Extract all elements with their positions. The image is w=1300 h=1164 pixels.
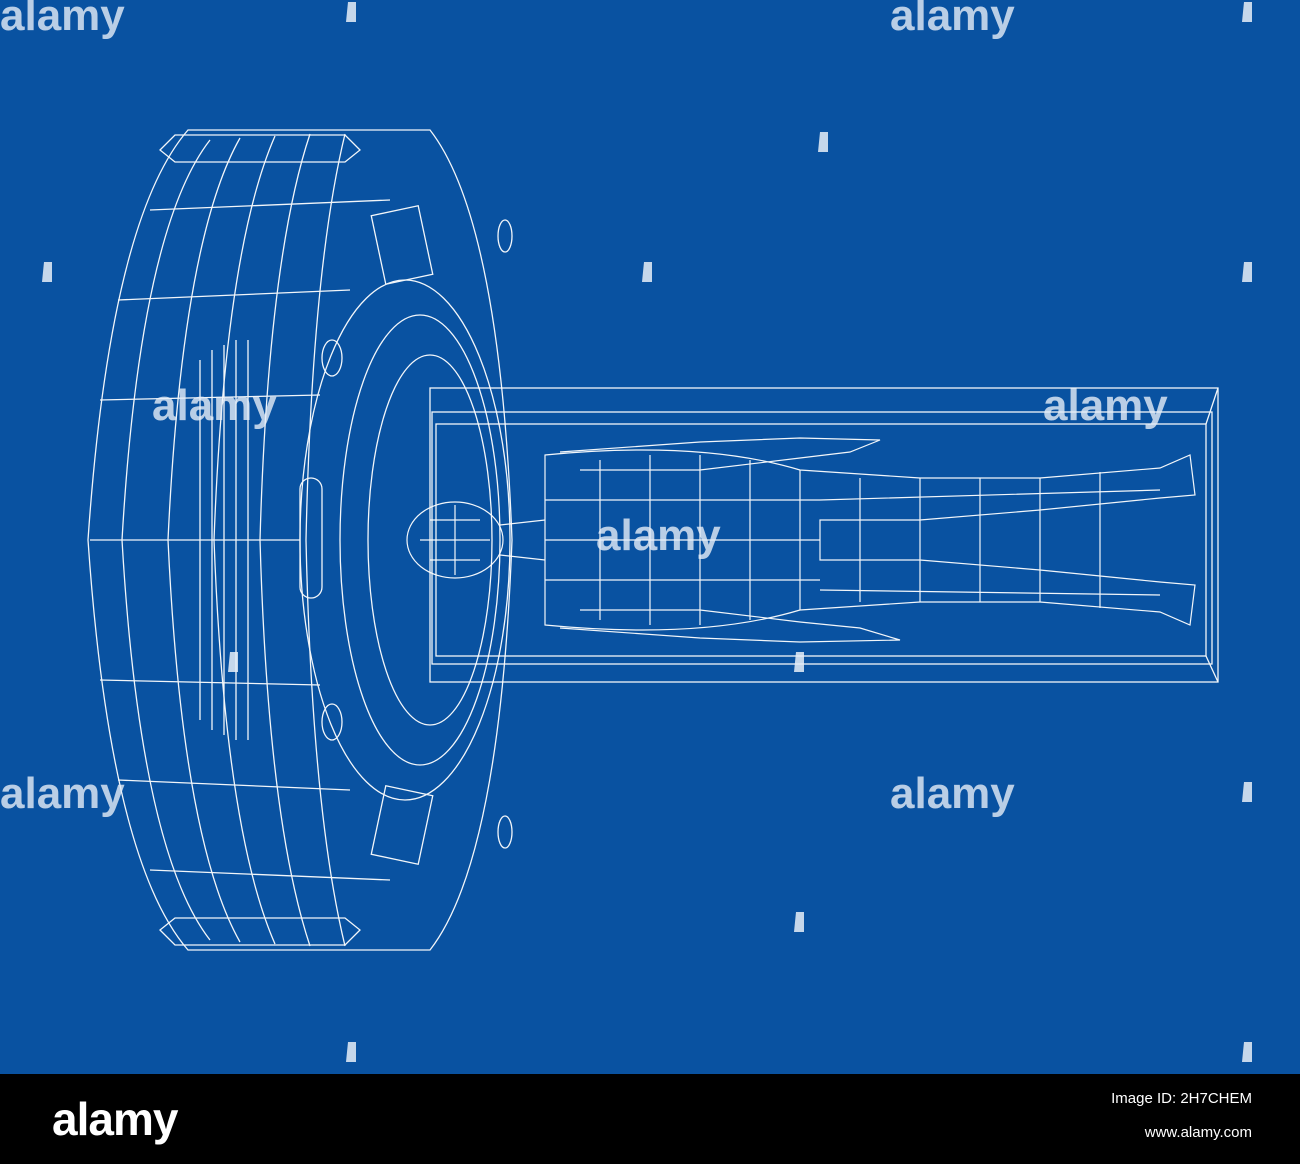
alamy-a-icon: [642, 262, 652, 282]
alamy-a-icon: [1242, 1042, 1252, 1062]
mri-wireframe-illustration: alamy alamy alamy alamy alamy alamy alam…: [0, 0, 1300, 1074]
watermark-text: alamy: [596, 511, 721, 560]
alamy-a-icon: [228, 652, 238, 672]
watermark-text: alamy: [890, 769, 1015, 818]
watermark-text: alamy: [890, 0, 1015, 40]
watermark-icons: [42, 2, 1252, 1062]
alamy-a-icon: [1242, 782, 1252, 802]
alamy-a-icon: [818, 132, 828, 152]
human-figure-wireframe: [406, 437, 1196, 643]
alamy-a-icon: [794, 912, 804, 932]
watermark-text: alamy: [1043, 381, 1168, 430]
alamy-a-icon: [794, 652, 804, 672]
watermark-layer: alamy alamy alamy alamy alamy alamy alam…: [0, 0, 1168, 818]
patient-table-wireframe: [429, 387, 1219, 683]
alamy-a-icon: [1242, 2, 1252, 22]
watermark-text: alamy: [152, 381, 277, 430]
site-url: www.alamy.com: [1144, 1124, 1252, 1141]
alamy-a-icon: [42, 262, 52, 282]
footer-bar: alamy Image ID: 2H7CHEM www.alamy.com: [0, 1074, 1300, 1164]
watermark-text: alamy: [0, 769, 125, 818]
mri-scanner-wireframe: [87, 129, 513, 951]
footer-brand: alamy: [52, 1093, 178, 1145]
watermark-text: alamy: [0, 0, 125, 40]
alamy-a-icon: [346, 1042, 356, 1062]
image-id: Image ID: 2H7CHEM: [1111, 1090, 1252, 1107]
alamy-a-icon: [346, 2, 356, 22]
alamy-a-icon: [1242, 262, 1252, 282]
